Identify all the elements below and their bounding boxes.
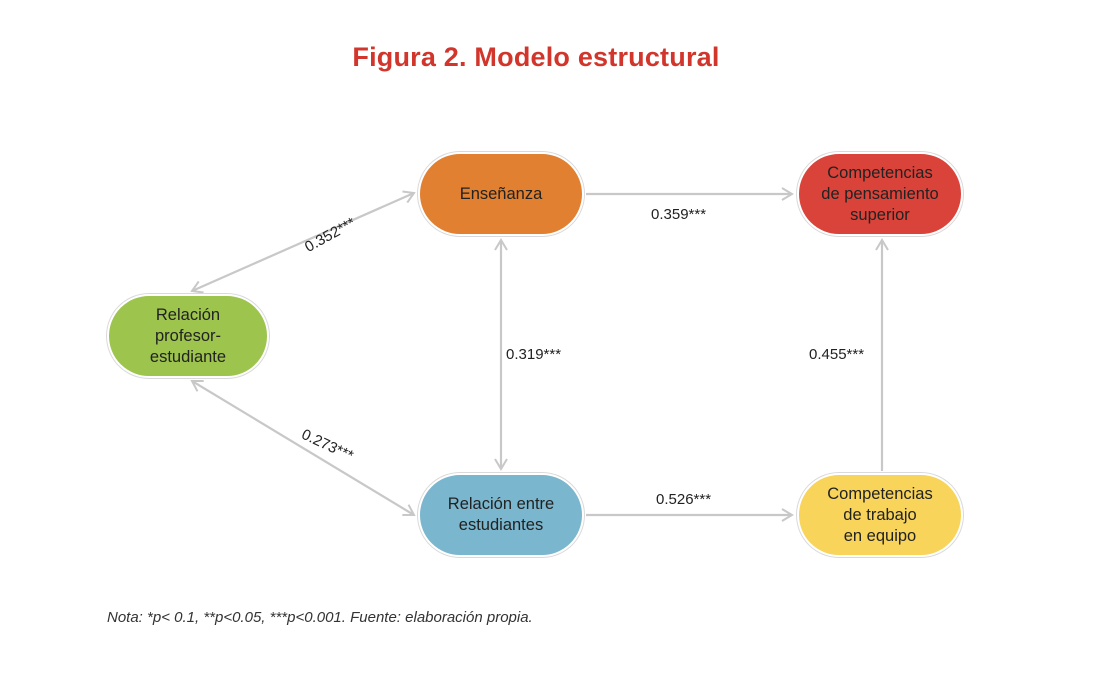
node-ensenanza: Enseñanza — [418, 152, 584, 236]
edge-profesor-ensenanza — [190, 190, 416, 294]
node-relacion-entre-estudiantes: Relación entre estudiantes — [418, 473, 584, 557]
edge-label-ensenanza-pensamiento: 0.359*** — [651, 206, 707, 223]
node-competencias-pensamiento-superior: Competencias de pensamiento superior — [797, 152, 963, 236]
edge-label-trabajo-pensamiento: 0.455*** — [809, 346, 865, 363]
edge-label-entre-trabajo: 0.526*** — [656, 491, 712, 508]
edge-profesor-entre — [190, 379, 416, 517]
figure-title: Figura 2. Modelo estructural — [352, 42, 720, 72]
node-relacion-profesor-estudiante: Relación profesor- estudiante — [107, 294, 269, 378]
edge-label-ensenanza-entre: 0.319*** — [506, 346, 562, 363]
node-competencias-trabajo-equipo: Competencias de trabajo en equipo — [797, 473, 963, 557]
figure-note: Nota: *p< 0.1, **p<0.05, ***p<0.001. Fue… — [107, 609, 533, 626]
